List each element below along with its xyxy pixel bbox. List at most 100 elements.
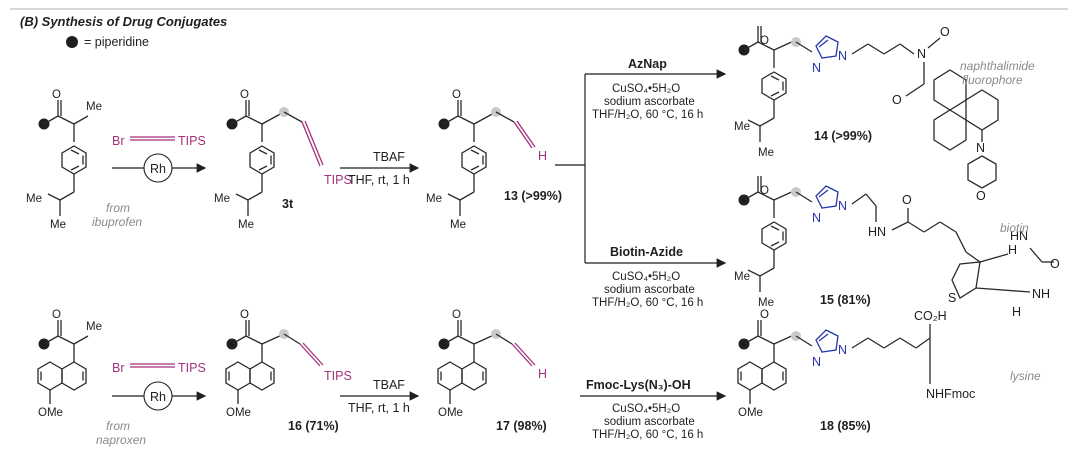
compound-16-structure: TIPS O OMe xyxy=(226,309,352,419)
source-from: from xyxy=(106,201,130,215)
biotin-cond-2: sodium ascorbate xyxy=(604,284,695,296)
methoxy-label: OMe xyxy=(38,407,63,419)
methyl-label: Me xyxy=(450,219,466,231)
compound-13-label: 13 (>99%) xyxy=(504,189,562,203)
lysine-cond-3: THF/H₂O, 60 °C, 16 h xyxy=(592,429,703,441)
bromo-label: Br xyxy=(112,134,125,148)
tips-label: TIPS xyxy=(324,173,352,187)
tbaf-label: TBAF xyxy=(373,150,405,164)
scheme-frame xyxy=(10,8,1068,454)
biotin-reagent: Biotin-Azide xyxy=(610,245,683,259)
methyl-label: Me xyxy=(86,101,102,113)
methyl-label: Me xyxy=(26,193,42,205)
aznap-cond-1: CuSO₄•5H₂O xyxy=(612,83,680,95)
rh-label: Rh xyxy=(150,390,166,404)
oxygen-label: O xyxy=(940,25,950,39)
lysine-cond-1: CuSO₄•5H₂O xyxy=(612,403,680,415)
terminal-h-label: H xyxy=(538,149,547,163)
terminal-h-label: H xyxy=(538,367,547,381)
tag-naphthalimide: naphthalimide xyxy=(960,59,1035,73)
methyl-label: Me xyxy=(426,193,442,205)
tips-label: TIPS xyxy=(178,361,206,375)
section-title: (B) Synthesis of Drug Conjugates xyxy=(20,14,227,29)
tag-biotin: biotin xyxy=(1000,221,1029,235)
tbaf-label: TBAF xyxy=(373,378,405,392)
lysine-cond-2: sodium ascorbate xyxy=(604,416,695,428)
triazole-n-label: N xyxy=(838,343,847,357)
piperidine-dot-icon xyxy=(66,36,78,48)
urea-hn-label: HN xyxy=(1010,229,1028,243)
bridgehead-h-label: H xyxy=(1012,305,1021,319)
bridgehead-h-label: H xyxy=(1008,243,1017,257)
compound-14-structure: N N N O O N O O Me Me xyxy=(734,25,999,203)
methyl-label: Me xyxy=(238,219,254,231)
urea-nh-label: NH xyxy=(1032,287,1050,301)
rh-catalyst-icon xyxy=(143,381,173,411)
amide-hn-label: HN xyxy=(868,225,886,239)
thiophane-s-label: S xyxy=(948,291,956,305)
oxygen-label: O xyxy=(1050,257,1060,271)
methyl-label: Me xyxy=(50,219,66,231)
aznap-cond-3: THF/H₂O, 60 °C, 16 h xyxy=(592,109,703,121)
tips-label: TIPS xyxy=(324,369,352,383)
compound-16-label: 16 (71%) xyxy=(288,419,339,433)
methyl-label: Me xyxy=(214,193,230,205)
compound-13-structure: H O Me Me xyxy=(426,89,547,231)
naproxen-structure: Me O OMe xyxy=(38,309,102,419)
oxygen-label: O xyxy=(52,309,61,321)
tbaf-conditions: THF, rt, 1 h xyxy=(348,173,410,187)
rh-catalyst-icon xyxy=(143,153,173,183)
compound-3t-structure: TIPS O Me Me xyxy=(214,89,352,231)
oxygen-label: O xyxy=(240,309,249,321)
compound-18-label: 18 (85%) xyxy=(820,419,871,433)
oxygen-label: O xyxy=(452,309,461,321)
aznap-reagent: AzNap xyxy=(628,57,667,71)
oxygen-label: O xyxy=(892,93,902,107)
oxygen-label: O xyxy=(902,193,912,207)
source-from-2: from xyxy=(106,419,130,433)
ibuprofen-structure: Me O Me Me xyxy=(26,89,102,231)
aznap-cond-2: sodium ascorbate xyxy=(604,96,695,108)
compound-3t-label: 3t xyxy=(282,197,294,211)
compound-17-structure: H O OMe xyxy=(438,309,547,419)
oxygen-label: O xyxy=(976,189,986,203)
biotin-cond-3: THF/H₂O, 60 °C, 16 h xyxy=(592,297,703,309)
bromo-label: Br xyxy=(112,361,125,375)
methoxy-label: OMe xyxy=(226,407,251,419)
tag-fluorophore: fluorophore xyxy=(962,73,1023,87)
compound-15-label: 15 (81%) xyxy=(820,293,871,307)
oxygen-label: O xyxy=(760,35,769,47)
oxygen-label: O xyxy=(240,89,249,101)
methyl-label: Me xyxy=(758,297,774,309)
triazole-n-label: N xyxy=(812,61,821,75)
oxygen-label: O xyxy=(760,185,769,197)
compound-18-structure: N N O OMe xyxy=(738,309,931,419)
triazole-n-label: N xyxy=(838,49,847,63)
nhfmoc-label: NHFmoc xyxy=(926,387,975,401)
methyl-label: Me xyxy=(734,271,750,283)
methoxy-label: OMe xyxy=(738,407,763,419)
oxygen-label: O xyxy=(760,309,769,321)
source-ibuprofen: ibuprofen xyxy=(92,215,142,229)
tips-label: TIPS xyxy=(178,134,206,148)
morpholine-n-label: N xyxy=(976,141,985,155)
rh-label: Rh xyxy=(150,162,166,176)
tag-lysine: lysine xyxy=(1010,369,1041,383)
triazole-n-label: N xyxy=(838,199,847,213)
co2h-label: CO₂H xyxy=(914,309,947,323)
compound-14-label: 14 (>99%) xyxy=(814,129,872,143)
imide-n-label: N xyxy=(917,47,926,61)
compound-15-structure: N N HN O S H HN NH O H O Me Me xyxy=(734,176,1060,319)
piperidine-legend: = piperidine xyxy=(84,35,149,49)
methyl-label: Me xyxy=(758,147,774,159)
methyl-label: Me xyxy=(734,121,750,133)
tbaf-conditions: THF, rt, 1 h xyxy=(348,401,410,415)
methyl-label: Me xyxy=(86,321,102,333)
triazole-n-label: N xyxy=(812,355,821,369)
biotin-cond-1: CuSO₄•5H₂O xyxy=(612,271,680,283)
source-naproxen: naproxen xyxy=(96,433,146,447)
methoxy-label: OMe xyxy=(438,407,463,419)
compound-17-label: 17 (98%) xyxy=(496,419,547,433)
oxygen-label: O xyxy=(452,89,461,101)
